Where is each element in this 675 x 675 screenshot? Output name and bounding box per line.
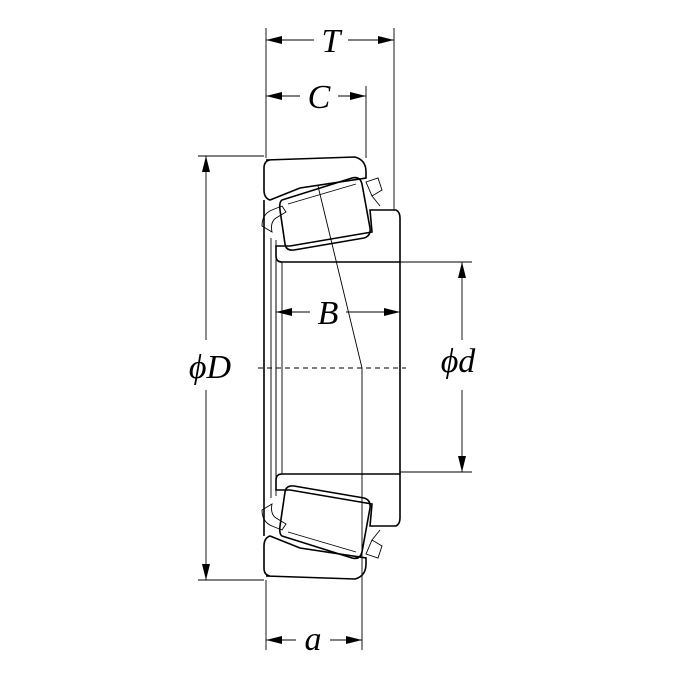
inner-ring [275, 209, 401, 527]
dimension-D: ϕD [189, 156, 232, 580]
dimension-C: C [266, 79, 366, 116]
roller-top [278, 176, 371, 251]
dimension-d: ϕd [441, 262, 477, 472]
pressure-line [317, 185, 363, 369]
label-d: ϕd [441, 343, 477, 380]
dimension-B: B [276, 295, 400, 332]
label-D: ϕD [189, 349, 232, 386]
dimension-a: a [266, 621, 362, 658]
label-a: a [305, 621, 322, 658]
extension-lines [198, 28, 472, 650]
roller-bottom [278, 485, 371, 560]
label-T: T [322, 23, 343, 60]
cage [261, 177, 383, 559]
label-C: C [308, 79, 331, 116]
label-B: B [318, 295, 339, 332]
dimension-T: T [266, 23, 394, 60]
